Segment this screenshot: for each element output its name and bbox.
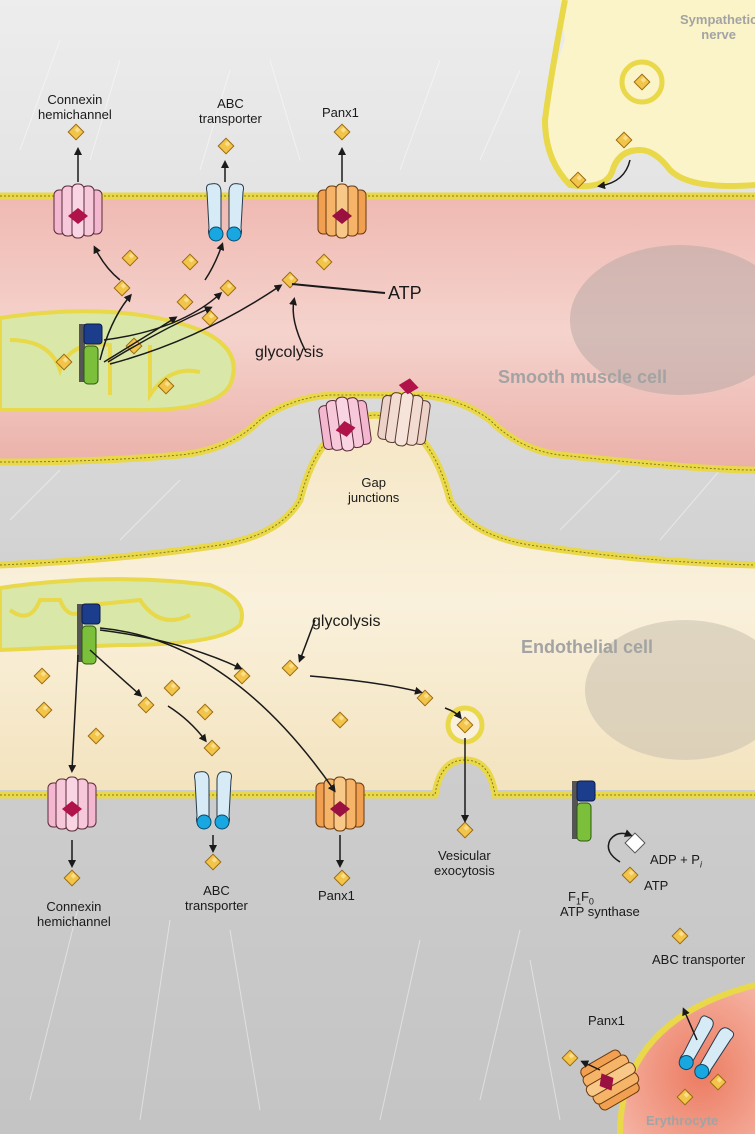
label-endothelial-cell: Endothelial cell	[521, 637, 654, 657]
label-abc-rbc: ABC transporter	[652, 952, 746, 967]
label-connexin-bottom: Connexin hemichannel	[37, 899, 111, 929]
label-gap-junctions: Gap junctions	[348, 475, 400, 505]
label-glycolysis-bottom: glycolysis	[312, 613, 381, 630]
label-connexin-top: Connexin hemichannel	[38, 92, 112, 122]
label-atp-synthase: ATP synthase	[560, 904, 640, 919]
label-erythrocyte: Erythrocyte	[646, 1113, 719, 1128]
label-abc-bottom: ABC transporter	[185, 883, 248, 913]
label-adp-pi: ADP + Pi	[650, 852, 702, 870]
label-f1f0: F1F0	[568, 889, 594, 907]
label-atp-small: ATP	[644, 878, 669, 893]
label-abc-top: ABC transporter	[199, 96, 262, 126]
label-atp-main: ATP	[388, 283, 422, 303]
label-panx-rbc: Panx1	[588, 1013, 625, 1028]
label-panx-bottom: Panx1	[318, 888, 355, 903]
label-vesicular-exocytosis: Vesicular exocytosis	[434, 848, 495, 878]
label-panx-top: Panx1	[322, 105, 359, 120]
label-sympathetic-nerve: Sympathetic nerve	[680, 12, 755, 42]
label-glycolysis-top: glycolysis	[255, 344, 324, 361]
label-smooth-muscle-cell: Smooth muscle cell	[498, 367, 668, 387]
